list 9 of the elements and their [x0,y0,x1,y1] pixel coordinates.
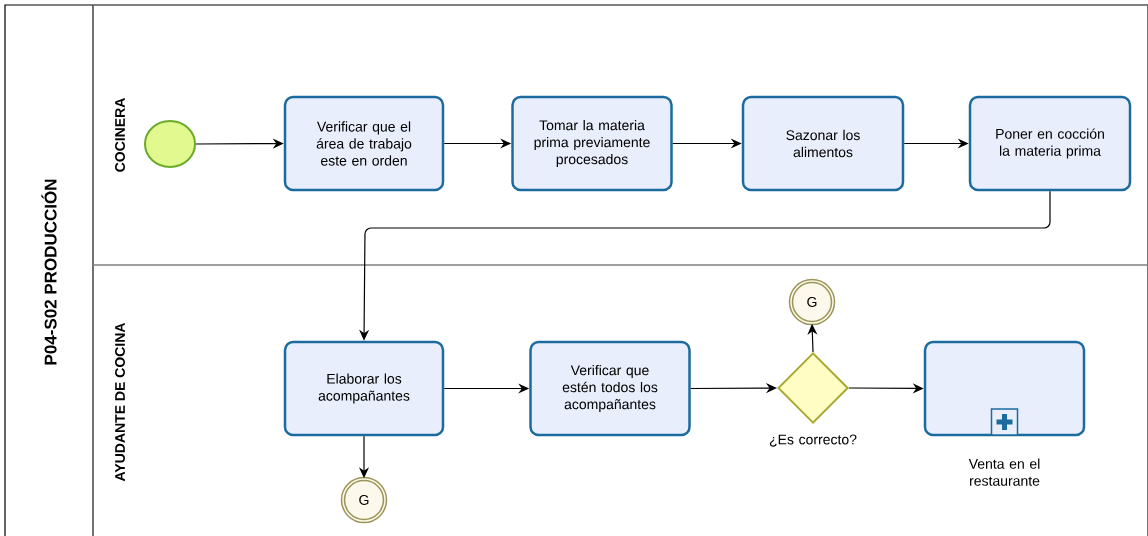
task-box: Sazonar los alimentos [741,95,905,192]
node-caption: Venta en el restaurante [968,458,1040,486]
node-caption: ¿Es correcto? [769,434,857,447]
start-event-circle [144,120,196,168]
task-box: Tomar la materia prima previamente procesados [511,95,673,192]
task-box: Verificar que estén todos los acompañantes [529,340,691,437]
task-box: Poner en cocción la materia prima [968,95,1132,192]
task-box: Elaborar los acompañantes [283,340,445,437]
task-box: Verificar que el área de trabajo este en orden [283,95,445,192]
